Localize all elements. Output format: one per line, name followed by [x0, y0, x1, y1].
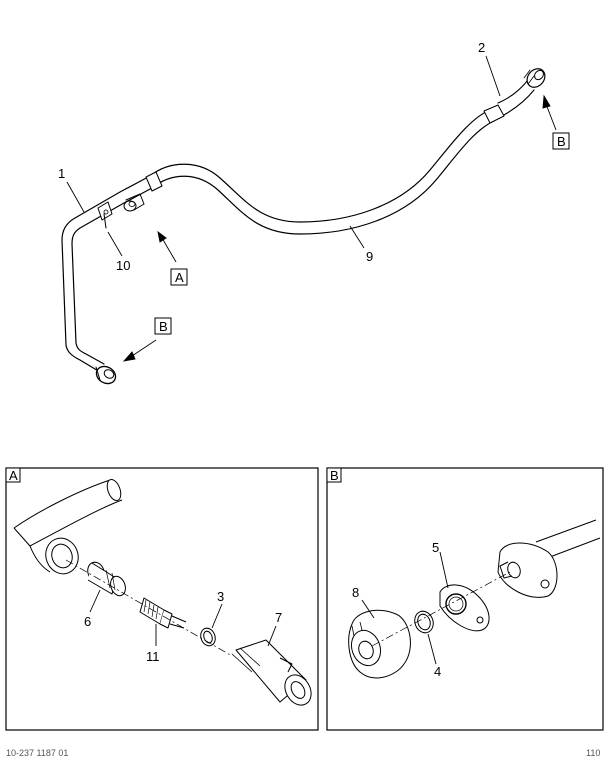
tube-end-flange	[497, 542, 558, 598]
part-8-connector	[348, 609, 411, 679]
callout-8: 8	[352, 585, 359, 600]
callout-5: 5	[432, 540, 439, 555]
panel-a-label: A	[9, 468, 18, 483]
svg-text:B: B	[159, 319, 168, 334]
junction-fitting	[123, 193, 145, 212]
callout-7: 7	[275, 610, 282, 625]
view-ref-b-main-top: B	[552, 132, 570, 150]
part-11-fitting	[139, 597, 187, 629]
svg-text:A: A	[175, 270, 184, 285]
part-3-o-ring	[200, 627, 216, 647]
tube-assembly	[61, 68, 546, 385]
panel-b-label: B	[330, 468, 339, 483]
part-6-adapter	[87, 561, 126, 597]
svg-text:B: B	[557, 134, 566, 149]
view-ref-b-main-left: B	[154, 317, 172, 335]
callout-10: 10	[116, 258, 130, 273]
callout-6: 6	[84, 614, 91, 629]
bottom-end-fitting	[95, 365, 117, 385]
clamp-part-10	[97, 201, 113, 229]
top-end-fitting	[523, 68, 546, 88]
part-4-o-ring	[414, 610, 434, 634]
leader-lines-main	[66, 55, 501, 257]
callout-4: 4	[434, 664, 441, 679]
view-arrows	[122, 94, 557, 362]
part-5-gasket	[439, 584, 490, 632]
callout-11: 11	[146, 649, 160, 664]
footer-right-code: 110	[586, 748, 601, 758]
callout-2: 2	[478, 40, 485, 55]
detail-panel-b: B	[326, 467, 604, 731]
callout-9: 9	[366, 249, 373, 264]
detail-panel-a: A	[5, 467, 319, 731]
view-ref-a-main: A	[170, 268, 188, 286]
callout-3: 3	[217, 589, 224, 604]
footer-left-code: 10-237 1187 01	[6, 748, 69, 758]
part-7-sensor	[231, 639, 312, 706]
callout-1: 1	[58, 166, 65, 181]
